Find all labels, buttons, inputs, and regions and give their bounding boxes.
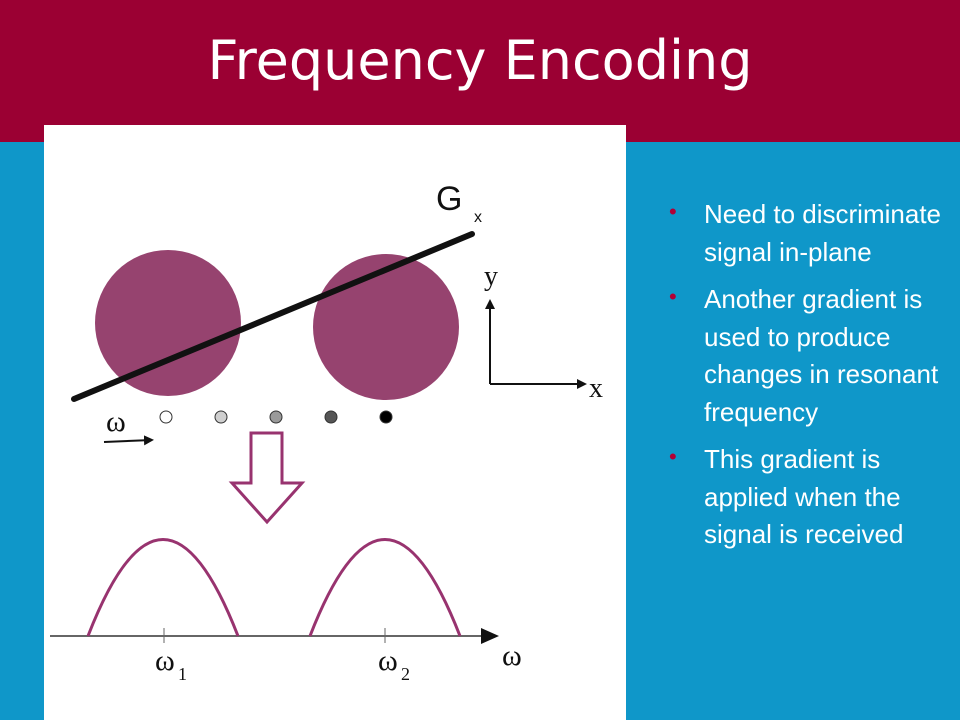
bullet-item-1: • Need to discriminate signal in-plane [666,196,956,271]
bullet-item-2: • Another gradient is used to produce ch… [666,281,956,431]
gradient-subscript: x [474,209,482,226]
axis-x-label: x [589,373,603,404]
bullet-text-2: Another gradient is used to produce chan… [704,284,939,427]
bullet-dot-icon: • [669,284,677,309]
bullet-dot-icon: • [669,444,677,469]
gradient-label: G [436,180,462,218]
figure-panel: G x y x ω ω 1 ω 2 ω [44,125,626,720]
spectrum-peak-2 [308,538,462,637]
frequency-dot-2 [214,410,228,424]
bullet-list: • Need to discriminate signal in-plane •… [666,196,956,564]
omega-label: ω [106,405,126,438]
gradient-line [71,231,475,402]
object-left [95,250,241,396]
spectrum-axis-arrowhead [481,628,499,644]
bullet-text-1: Need to discriminate signal in-plane [704,199,941,267]
frequency-dot-5 [379,410,393,424]
peak-1-subscript: 1 [178,664,187,684]
bullet-item-3: • This gradient is applied when the sign… [666,441,956,554]
object-right [313,254,459,400]
peak-1-label: ω [155,644,175,677]
frequency-dot-3 [269,410,283,424]
peak-2-label: ω [378,644,398,677]
frequency-dot-4 [324,410,338,424]
frequency-encoding-diagram: G x y x ω ω 1 ω 2 ω [50,180,603,684]
spectrum-axis-label: ω [502,639,522,672]
slide-title: Frequency Encoding [207,29,753,92]
bullet-dot-icon: • [669,199,677,224]
frequency-dot-1 [159,410,173,424]
frequency-dots [159,410,393,424]
bullet-text-3: This gradient is applied when the signal… [704,444,904,549]
peak-2-subscript: 2 [401,664,410,684]
title-bar: Frequency Encoding [0,0,960,142]
down-arrow [228,431,306,525]
spectrum-peak-1 [86,538,240,637]
axis-y-label: y [484,261,498,292]
omega-arrow [103,435,154,446]
